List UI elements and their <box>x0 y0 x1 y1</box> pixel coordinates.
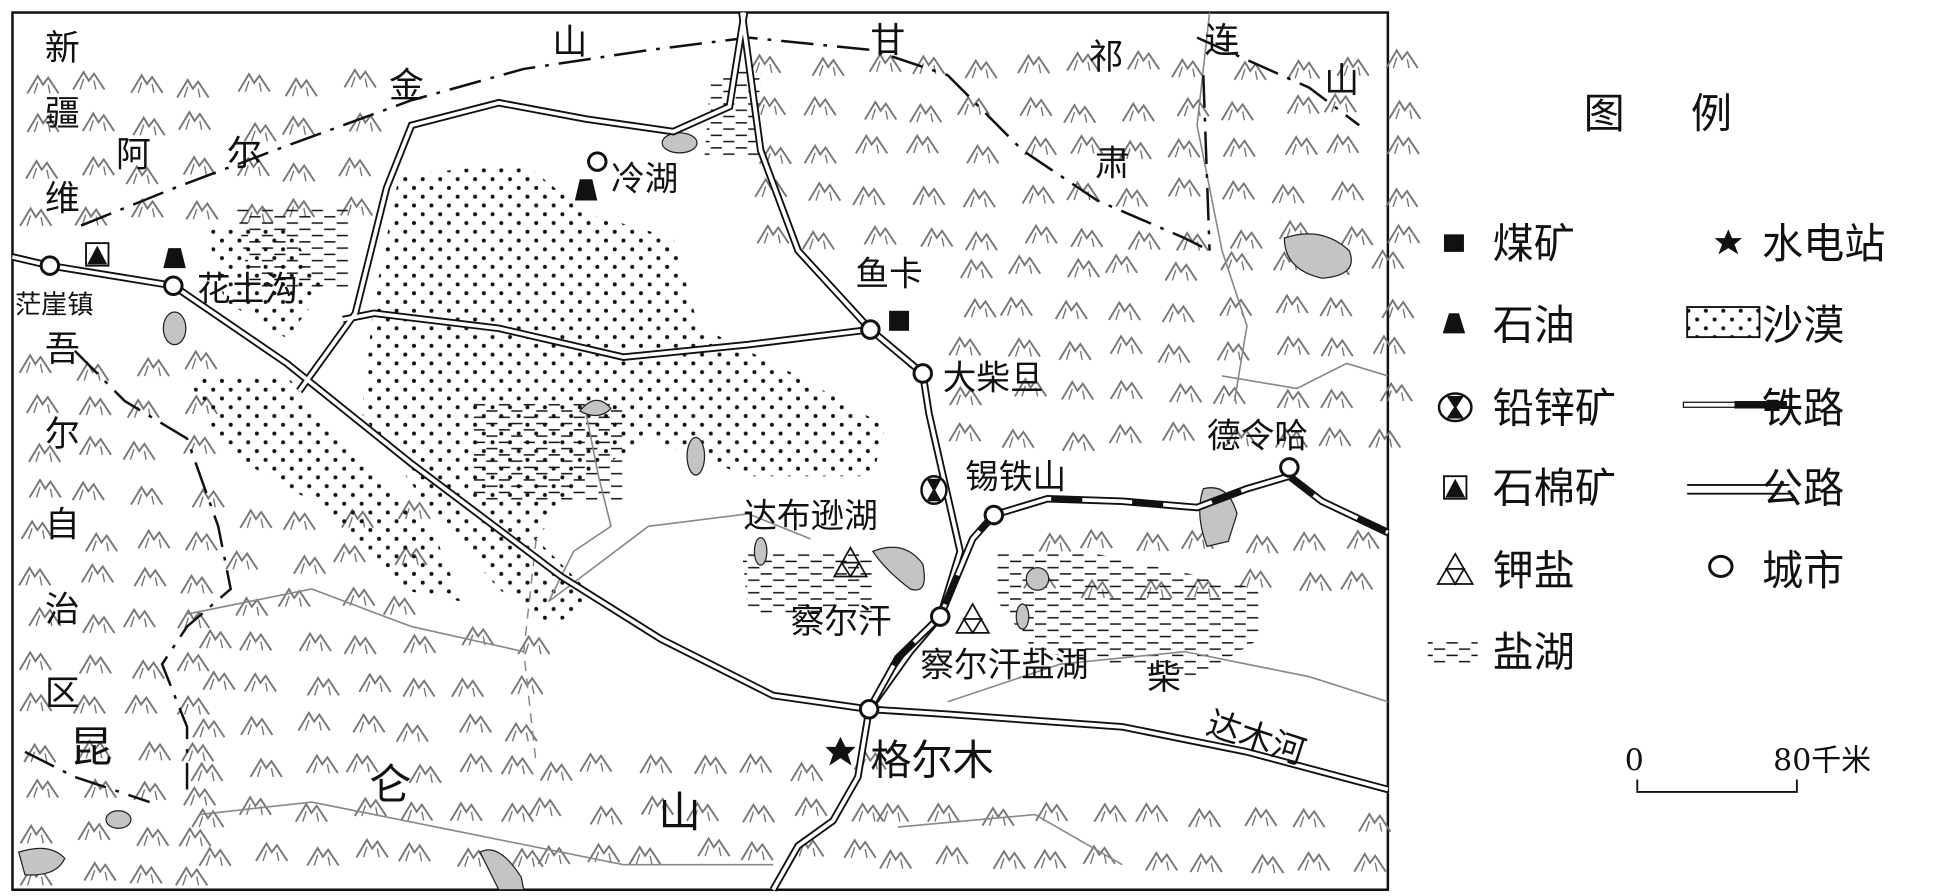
svg-text:区: 区 <box>45 674 80 714</box>
hydropower-star-icon <box>1714 229 1743 255</box>
city-label-golmud: 格尔木 <box>870 736 993 784</box>
oil-icon <box>574 179 598 201</box>
city-marker-qarhan <box>929 606 951 627</box>
svg-text:石油: 石油 <box>1493 302 1575 350</box>
city-label-xitieshan: 锡铁山 <box>965 458 1066 497</box>
svg-text:山: 山 <box>1324 62 1359 102</box>
city-label-lenghu: 冷湖 <box>611 159 678 198</box>
dabuxun-lake-small <box>753 536 768 566</box>
svg-text:钾盐: 钾盐 <box>1493 547 1575 595</box>
svg-text:金: 金 <box>389 67 424 107</box>
lead-zinc-mine-icon <box>1437 392 1473 423</box>
mountain-label-kunlun: 昆 仑 山 <box>70 724 701 838</box>
scale-end-label: 80千米 <box>1773 744 1871 779</box>
svg-text:治: 治 <box>45 590 80 630</box>
oil-icon <box>163 248 186 269</box>
lake-label-dabuxun: 达布逊湖 <box>743 496 878 535</box>
svg-text:铅锌矿: 铅锌矿 <box>1493 384 1616 432</box>
coal-mine-square-icon <box>1443 234 1464 252</box>
svg-text:尔: 尔 <box>45 415 80 455</box>
svg-text:铁路: 铁路 <box>1762 384 1844 432</box>
svg-text:甘: 甘 <box>870 22 905 62</box>
city-label-delingha: 德令哈 <box>1207 416 1308 455</box>
city-marker-yuka <box>860 319 881 340</box>
city-marker-dachaidan <box>912 363 933 384</box>
svg-text:吾: 吾 <box>45 330 80 370</box>
city-marker-lenghu <box>587 151 608 172</box>
svg-text:维: 维 <box>45 179 80 219</box>
svg-text:城市: 城市 <box>1762 547 1844 595</box>
qaidam-river <box>947 650 1389 703</box>
dabuxun-lake <box>871 546 925 591</box>
svg-text:自: 自 <box>45 505 80 545</box>
hydropower-station-icon <box>825 736 856 766</box>
rivers <box>186 12 1389 866</box>
legend: 图 例 煤矿 石油 铅锌矿 石棉矿 钾盐 盐湖 水电站 沙漠 铁路 公路 城市 <box>1427 90 1885 677</box>
desert-dots-icon <box>1686 306 1761 339</box>
svg-text:煤矿: 煤矿 <box>1493 220 1575 268</box>
mountain-label-qilian: 祁 连 山 <box>1089 22 1360 102</box>
svg-text:水电站: 水电站 <box>1762 220 1885 268</box>
lakes <box>17 132 1352 891</box>
svg-text:疆: 疆 <box>45 94 80 134</box>
svg-text:沙漠: 沙漠 <box>1762 302 1844 350</box>
asbestos-mine-icon <box>85 242 110 267</box>
svg-text:连: 连 <box>1205 22 1240 62</box>
scale-bar: 0 80千米 <box>1625 744 1871 793</box>
asbestos-mine-icon <box>1443 475 1468 500</box>
mountain-symbol <box>1387 224 1421 244</box>
svg-text:山: 山 <box>552 23 587 63</box>
city-markers <box>39 151 1300 720</box>
svg-text:肃: 肃 <box>1095 144 1130 184</box>
city-label-huatugou: 花土沟 <box>197 270 298 309</box>
svg-text:新: 新 <box>45 29 80 69</box>
potash-triangle-icon <box>1436 552 1475 586</box>
city-marker-golmud <box>858 699 880 720</box>
svg-text:昆: 昆 <box>70 724 112 773</box>
region-label-gansu: 甘 肃 <box>870 22 1129 185</box>
potash-icon <box>954 602 991 635</box>
highway-line-icon <box>1687 484 1790 495</box>
city-marker-mangya <box>39 255 61 276</box>
seasonal-river <box>522 538 537 765</box>
svg-text:尔: 尔 <box>227 134 262 174</box>
oil-trapezoid-icon <box>1442 313 1466 334</box>
region-label-xinjiang: 新 疆 维 吾 尔 自 治 区 <box>45 29 80 714</box>
city-marker-huatugou <box>163 275 184 296</box>
potash-icon <box>832 545 869 579</box>
mountain-symbol <box>1385 188 1419 208</box>
scale-start-label: 0 <box>1625 744 1644 779</box>
railway-line-icon <box>1682 401 1787 409</box>
svg-text:石棉矿: 石棉矿 <box>1493 464 1616 512</box>
mountain-symbol <box>1386 135 1420 155</box>
city-label-dachaidan: 大柴旦 <box>943 359 1044 398</box>
svg-text:例: 例 <box>1691 90 1732 138</box>
lead-zinc-mine-icon <box>920 474 948 506</box>
svg-text:仑: 仑 <box>369 761 411 810</box>
svg-text:山: 山 <box>658 789 700 838</box>
mountain-symbol <box>1388 100 1422 120</box>
mountain-label-altun: 阿 尔 金 山 <box>116 23 587 176</box>
coal-mine-icon <box>889 310 910 331</box>
city-label-mangya: 茫崖镇 <box>15 290 94 320</box>
city-marker-xitieshan <box>983 504 1005 526</box>
svg-text:盐湖: 盐湖 <box>1493 629 1575 677</box>
city-marker-delingha <box>1279 457 1300 478</box>
svg-text:祁: 祁 <box>1089 38 1124 78</box>
svg-text:阿: 阿 <box>116 136 151 176</box>
legend-title: 图 <box>1584 90 1625 138</box>
salt-lake-dashes-icon <box>1427 639 1478 667</box>
mountain-symbol <box>1385 49 1419 69</box>
city-label-yuka: 鱼卡 <box>855 255 922 294</box>
city-label-qarhan: 察尔汗 <box>791 602 892 641</box>
lake-label-qarhan-salt-lake: 察尔汗盐湖 <box>920 646 1088 685</box>
river-label-1: 柴 <box>1147 658 1181 697</box>
city-circle-icon <box>1708 554 1734 578</box>
svg-text:公路: 公路 <box>1762 464 1844 512</box>
